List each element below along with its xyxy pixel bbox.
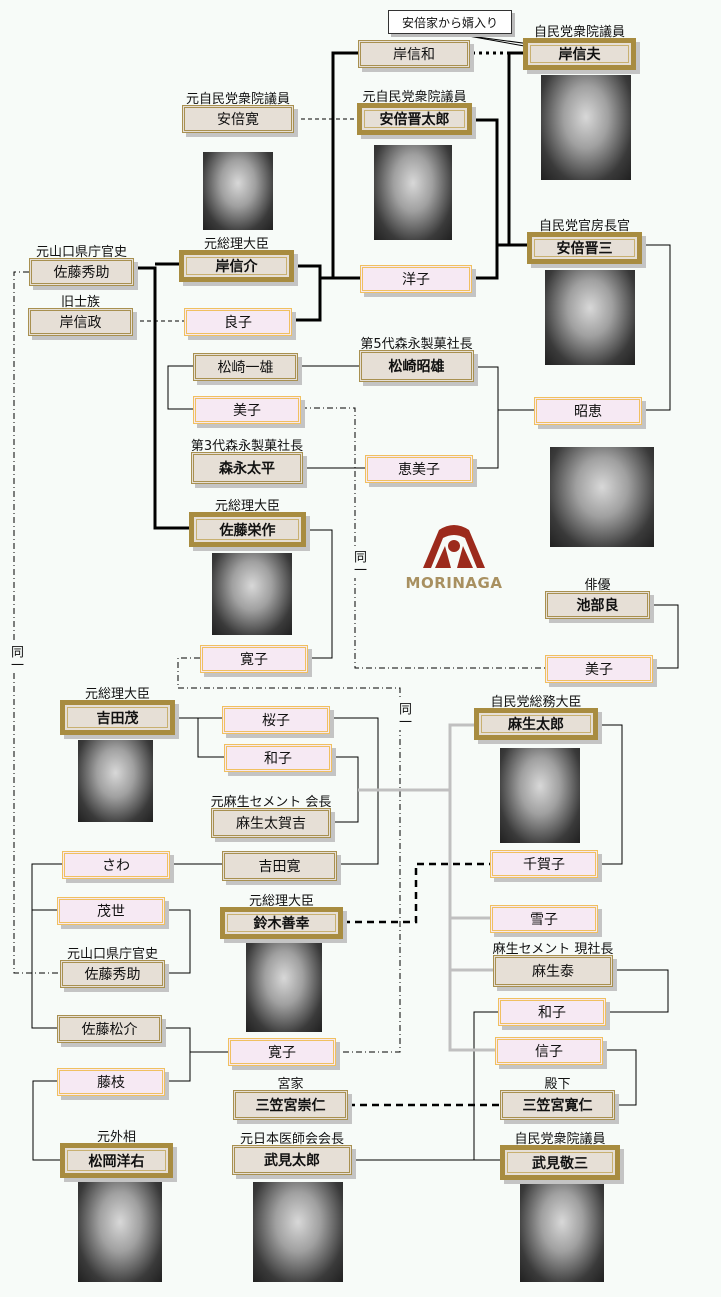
portrait-photo bbox=[541, 75, 631, 180]
person-yoshiko-2[interactable]: 美子 bbox=[193, 396, 301, 424]
person-title: 元総理大臣 bbox=[248, 894, 315, 909]
person-title: 宮家 bbox=[277, 1077, 304, 1092]
person-title: 元外相 bbox=[96, 1130, 137, 1145]
person-yoshiko-3[interactable]: 美子 bbox=[545, 655, 653, 683]
person-takemi-taro[interactable]: 武見太郎 bbox=[232, 1145, 352, 1175]
person-ikebe-ryo[interactable]: 池部良 bbox=[545, 591, 650, 619]
portrait-photo bbox=[520, 1182, 604, 1282]
portrait-photo bbox=[253, 1182, 343, 1282]
person-fujie[interactable]: 藤枝 bbox=[57, 1068, 165, 1096]
person-title: 自民党官房長官 bbox=[538, 219, 631, 234]
portrait-photo bbox=[500, 748, 580, 843]
person-title: 元自民党衆院議員 bbox=[185, 92, 291, 107]
portrait-photo bbox=[374, 145, 452, 240]
person-suzuki-zenko[interactable]: 鈴木善幸 bbox=[220, 907, 343, 939]
person-kishi-nobukazu[interactable]: 岸信和 bbox=[358, 40, 470, 68]
person-kazuko-2[interactable]: 和子 bbox=[498, 998, 606, 1026]
same-person-label: 同一 bbox=[394, 700, 413, 730]
person-yoshida-shigeru[interactable]: 吉田茂 bbox=[60, 700, 175, 735]
portrait-photo bbox=[78, 740, 153, 822]
portrait-photo bbox=[78, 1182, 162, 1282]
person-sato-hidesuke-2[interactable]: 佐藤秀助 bbox=[60, 960, 165, 988]
same-person-label: 同一 bbox=[349, 548, 368, 578]
person-title: 元総理大臣 bbox=[203, 237, 270, 252]
person-hiroko-1[interactable]: 寛子 bbox=[200, 645, 308, 673]
person-yoshiko-1[interactable]: 良子 bbox=[184, 308, 292, 336]
person-sawa[interactable]: さわ bbox=[62, 851, 170, 879]
person-aso-taro[interactable]: 麻生太郎 bbox=[474, 708, 598, 740]
person-title: 殿下 bbox=[544, 1077, 571, 1092]
person-kishi-nobumasa[interactable]: 岸信政 bbox=[28, 308, 133, 336]
person-sato-matsusuke[interactable]: 佐藤松介 bbox=[57, 1015, 162, 1043]
person-title: 自民党衆院議員 bbox=[514, 1132, 606, 1147]
person-title: 元総理大臣 bbox=[84, 687, 151, 702]
angel-logo-icon bbox=[423, 525, 485, 568]
person-nobuko[interactable]: 信子 bbox=[495, 1037, 603, 1065]
person-matsuzaki-akio[interactable]: 松崎昭雄 bbox=[359, 350, 474, 382]
person-title: 元麻生セメント 会長 bbox=[210, 795, 332, 810]
person-aso-takakichi[interactable]: 麻生太賀吉 bbox=[211, 808, 331, 838]
person-title: 旧士族 bbox=[60, 295, 101, 310]
portrait-photo bbox=[246, 942, 322, 1032]
person-abe-shinzo[interactable]: 安倍晋三 bbox=[527, 232, 642, 264]
person-akie[interactable]: 昭恵 bbox=[534, 397, 642, 425]
person-aso-yutaka[interactable]: 麻生泰 bbox=[493, 955, 613, 987]
person-kishi-nobusuke[interactable]: 岸信介 bbox=[179, 250, 294, 282]
person-title: 元山口県庁官史 bbox=[35, 245, 128, 260]
person-title: 元自民党衆院議員 bbox=[362, 90, 467, 105]
logo-text: MORINAGA bbox=[405, 574, 503, 592]
person-title: 第5代森永製菓社長 bbox=[360, 337, 473, 352]
person-mikasa-tomohito[interactable]: 三笠宮寛仁 bbox=[500, 1090, 615, 1120]
morinaga-logo: MORINAGA bbox=[395, 522, 513, 597]
person-shigeyo[interactable]: 茂世 bbox=[57, 897, 165, 925]
person-morinaga-taihei[interactable]: 森永太平 bbox=[191, 452, 303, 484]
person-title: 元総理大臣 bbox=[214, 499, 281, 514]
note-callout: 安倍家から婿入り bbox=[388, 10, 512, 34]
person-yoko[interactable]: 洋子 bbox=[360, 265, 472, 293]
portrait-photo bbox=[550, 447, 654, 547]
person-matsuoka-yosuke[interactable]: 松岡洋右 bbox=[60, 1143, 173, 1178]
person-title: 自民党衆院議員 bbox=[533, 25, 626, 40]
person-abe-kan[interactable]: 安倍寛 bbox=[182, 105, 294, 133]
person-title: 第3代森永製菓社長 bbox=[190, 439, 304, 454]
person-matsuzaki-kazuo[interactable]: 松崎一雄 bbox=[193, 353, 298, 381]
person-title: 元日本医師会会長 bbox=[239, 1132, 345, 1147]
person-yukiko[interactable]: 雪子 bbox=[490, 905, 598, 933]
portrait-photo bbox=[212, 553, 292, 635]
person-hiroko-2[interactable]: 寛子 bbox=[228, 1038, 336, 1066]
person-kazuko-1[interactable]: 和子 bbox=[224, 744, 332, 772]
person-takemi-keizo[interactable]: 武見敬三 bbox=[500, 1145, 620, 1180]
person-title: 自民党総務大臣 bbox=[490, 695, 582, 710]
person-sato-eisaku[interactable]: 佐藤栄作 bbox=[189, 512, 306, 547]
same-person-label: 同一 bbox=[6, 643, 25, 673]
person-title: 麻生セメント 現社長 bbox=[492, 942, 614, 957]
portrait-photo bbox=[545, 270, 635, 365]
person-title: 俳優 bbox=[584, 578, 611, 593]
person-sakurako[interactable]: 桜子 bbox=[222, 706, 330, 734]
person-kishi-nobuo[interactable]: 岸信夫 bbox=[523, 38, 636, 70]
portrait-photo bbox=[203, 152, 273, 230]
person-sato-hidesuke-1[interactable]: 佐藤秀助 bbox=[29, 258, 134, 286]
person-abe-shintaro[interactable]: 安倍晋太郎 bbox=[357, 103, 472, 135]
person-chikako[interactable]: 千賀子 bbox=[490, 850, 598, 878]
person-title: 元山口県庁官史 bbox=[66, 947, 159, 962]
person-yoshida-kan[interactable]: 吉田寛 bbox=[222, 851, 337, 881]
person-emiko[interactable]: 恵美子 bbox=[365, 455, 473, 483]
person-mikasa-takahito[interactable]: 三笠宮崇仁 bbox=[233, 1090, 348, 1120]
